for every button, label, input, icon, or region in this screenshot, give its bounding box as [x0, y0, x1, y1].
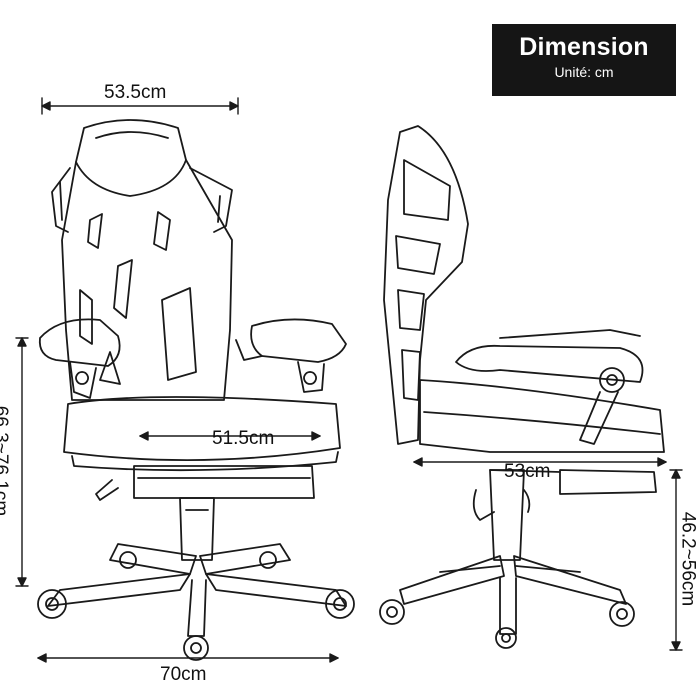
dimension-lines: [15, 97, 683, 663]
front-seat-width-label: 51.5cm: [212, 428, 275, 449]
side-chair-illustration: [379, 125, 665, 649]
front-top-width-label: 53.5cm: [104, 82, 167, 103]
front-chair-illustration: [37, 119, 355, 661]
side-seat-depth-label: 53cm: [504, 461, 551, 482]
badge-title: Dimension: [519, 33, 649, 61]
front-base-width-label: 70cm: [160, 664, 207, 685]
front-height-label: 66.3~76.1cm: [0, 405, 12, 517]
dimension-badge: Dimension Unité: cm: [492, 24, 676, 96]
badge-subtitle: Unité: cm: [554, 64, 614, 80]
side-seat-height-label: 46.2~56cm: [677, 511, 699, 607]
